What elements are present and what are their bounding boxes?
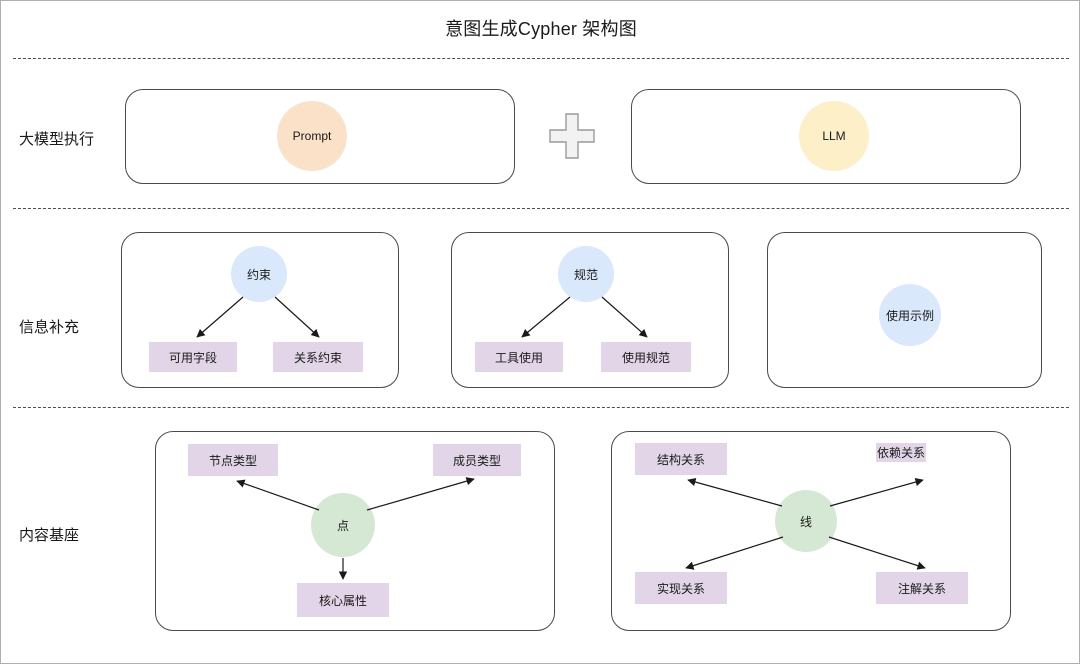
- node-line[interactable]: 线: [775, 490, 837, 552]
- node-implement-relation[interactable]: 实现关系: [635, 572, 727, 604]
- node-constraint[interactable]: 约束: [231, 246, 287, 302]
- page-title: 意图生成Cypher 架构图: [445, 19, 637, 39]
- node-relation-constraint[interactable]: 关系约束: [273, 342, 363, 372]
- node-tool-usage[interactable]: 工具使用: [475, 342, 563, 372]
- node-member-type[interactable]: 成员类型: [433, 444, 521, 476]
- node-structure-relation[interactable]: 结构关系: [635, 443, 727, 475]
- row-label-info-supplement: 信息补充: [19, 319, 80, 336]
- node-usage-example[interactable]: 使用示例: [879, 284, 941, 346]
- node-dependency-relation[interactable]: 依赖关系: [876, 443, 927, 462]
- section-divider-2: [13, 208, 1069, 209]
- node-usage-spec[interactable]: 使用规范: [601, 342, 691, 372]
- row-label-content-base: 内容基座: [19, 527, 80, 544]
- node-available-field[interactable]: 可用字段: [149, 342, 237, 372]
- section-divider-3: [13, 407, 1069, 408]
- node-spec[interactable]: 规范: [558, 246, 614, 302]
- section-divider-1: [13, 58, 1069, 59]
- node-node-type[interactable]: 节点类型: [188, 444, 278, 476]
- node-prompt[interactable]: Prompt: [277, 101, 347, 171]
- row-label-llm-execution: 大模型执行: [19, 131, 95, 148]
- node-point[interactable]: 点: [311, 493, 375, 557]
- node-annotation-relation[interactable]: 注解关系: [876, 572, 968, 604]
- plus-icon: [549, 113, 595, 159]
- node-llm[interactable]: LLM: [799, 101, 869, 171]
- node-core-attr[interactable]: 核心属性: [297, 583, 389, 617]
